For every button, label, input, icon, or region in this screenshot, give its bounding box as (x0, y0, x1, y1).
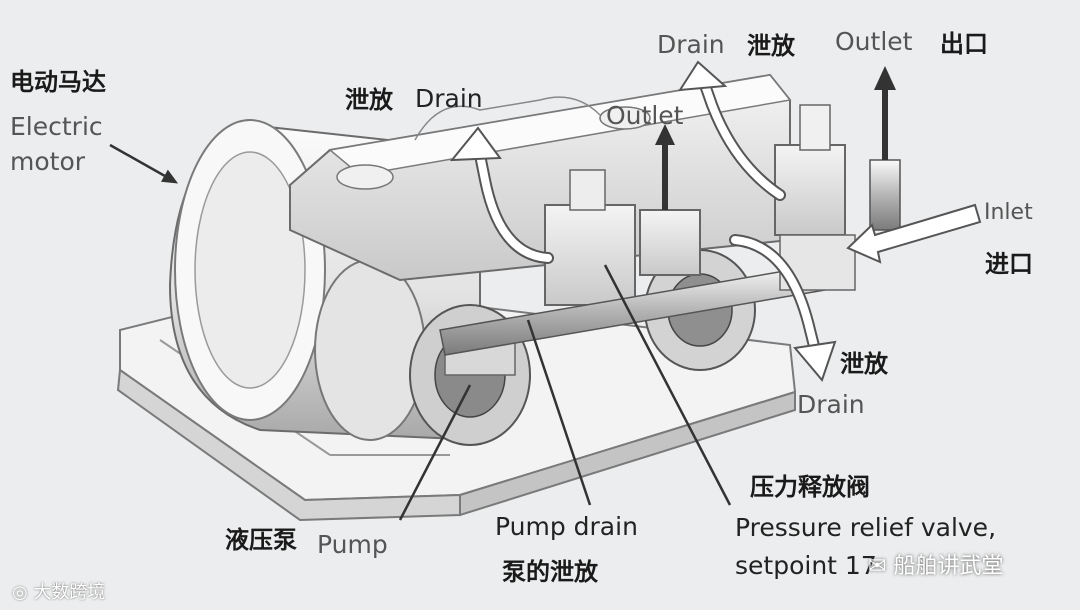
label-drain-left-en: Drain (415, 86, 483, 111)
label-electric-motor-en-line1: Electric (10, 114, 103, 139)
label-pressure-relief-valve-en-line1: Pressure relief valve, (735, 515, 996, 540)
label-drain-top-en: Drain (657, 32, 725, 57)
label-electric-motor-cn: 电动马达 (10, 70, 106, 94)
label-pump-cn: 液压泵 (225, 528, 297, 552)
label-pump-drain-en: Pump drain (495, 514, 638, 539)
watermark-logo-icon: ◎ (12, 582, 33, 603)
outlet-arrow-top (874, 66, 896, 160)
watermark-right-text: 船舶讲武堂 (893, 554, 1003, 579)
label-outlet-top-en: Outlet (835, 29, 912, 54)
watermark-left: ◎ 大数跨境 (12, 578, 105, 604)
label-inlet-cn: 进口 (985, 252, 1033, 276)
inlet-flow-arrow (848, 205, 980, 262)
label-pressure-relief-valve-en-line2: setpoint 17 (735, 553, 877, 578)
label-drain-top-cn: 泄放 (747, 34, 795, 58)
watermark-right: ✉ 船舶讲武堂 (868, 548, 1003, 580)
label-outlet-mid-en: Outlet (606, 103, 683, 128)
label-pressure-relief-valve-cn: 压力释放阀 (750, 475, 870, 499)
watermark-left-text: 大数跨境 (33, 582, 105, 603)
label-drain-right-en: Drain (797, 392, 865, 417)
label-inlet-en: Inlet (984, 202, 1033, 224)
label-outlet-top-cn: 出口 (940, 32, 988, 56)
label-drain-right-cn: 泄放 (840, 352, 888, 376)
label-electric-motor-en-line2: motor (10, 149, 85, 174)
label-pump-en: Pump (317, 532, 388, 557)
wechat-icon: ✉ (868, 554, 893, 579)
label-pump-drain-cn: 泵的泄放 (502, 560, 598, 584)
outlet-valve-assembly (775, 105, 900, 290)
label-drain-left-cn: 泄放 (345, 88, 393, 112)
